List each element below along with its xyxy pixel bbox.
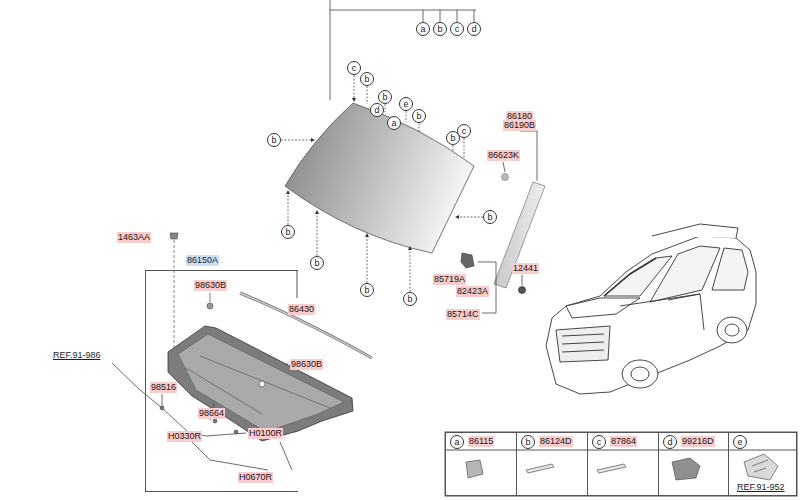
callout-text: d xyxy=(468,23,480,35)
part-number: H0100R xyxy=(248,428,283,439)
part-number: 85714C xyxy=(446,309,480,320)
part-number: H0330R xyxy=(167,431,202,442)
callout-letter: a xyxy=(387,116,401,130)
callout-letter: b xyxy=(281,225,295,239)
callout-text: b xyxy=(361,73,373,85)
callout-text: b xyxy=(484,211,496,223)
callout-letter: c xyxy=(347,61,361,75)
callout-letter: b xyxy=(360,283,374,297)
callout-letter: b xyxy=(412,109,426,123)
callout-text: b xyxy=(404,293,416,305)
part-number: 85719A xyxy=(433,274,466,285)
callout-letter: b xyxy=(360,72,374,86)
callout-text: b xyxy=(413,110,425,122)
callout-text: d xyxy=(664,436,676,448)
table-cell: REF.91-952 e xyxy=(728,432,797,496)
callout-letter: d xyxy=(663,435,677,449)
part-number: 86150A xyxy=(186,255,219,266)
callout-letter: b xyxy=(483,210,497,224)
callout-text: d xyxy=(371,104,383,116)
callout-text: a xyxy=(388,117,400,129)
callout-letter: b xyxy=(310,256,324,270)
callout-text: c xyxy=(451,23,463,35)
table-cell: 86124D b xyxy=(516,432,588,496)
callout-text: c xyxy=(348,62,360,74)
part-number: H0670R xyxy=(238,472,273,483)
table-cell: 86115 a xyxy=(445,432,517,496)
callout-text: b xyxy=(522,436,534,448)
callout-letter: e xyxy=(399,97,413,111)
callout-letter: b xyxy=(521,435,535,449)
callout-letter: b xyxy=(267,133,281,147)
callout-letter: e xyxy=(733,435,747,449)
part-number: 82423A xyxy=(456,286,489,297)
callout-text: b xyxy=(434,23,446,35)
part-number: REF.91-986 xyxy=(52,350,102,361)
callout-letter: c xyxy=(592,435,606,449)
callout-text: b xyxy=(282,226,294,238)
callout-text: e xyxy=(400,98,412,110)
part-number: 1463AA xyxy=(117,232,151,243)
part-number: 87864 xyxy=(610,436,637,447)
assembly-box: 86150A xyxy=(145,270,298,492)
callout-letter: b xyxy=(446,131,460,145)
table-cell: 87864 c xyxy=(587,432,659,496)
callout-letter: a xyxy=(450,435,464,449)
table-cell: 99216D d xyxy=(658,432,729,496)
callout-letter: b xyxy=(378,90,392,104)
part-number: 86190B xyxy=(503,120,536,131)
callout-text: b xyxy=(311,257,323,269)
callout-letter: d xyxy=(370,103,384,117)
part-number: 99216D xyxy=(681,436,715,447)
part-number: 98630B xyxy=(194,280,227,291)
part-number: 12441 xyxy=(512,263,539,274)
callout-text: b xyxy=(268,134,280,146)
callout-text: b xyxy=(361,284,373,296)
callout-text: a xyxy=(417,23,429,35)
part-number: 86623K xyxy=(487,150,520,161)
callout-letter: b xyxy=(433,22,447,36)
part-number: 98664 xyxy=(198,408,225,419)
callout-text: c xyxy=(458,125,470,137)
callout-text: e xyxy=(734,436,746,448)
part-number: 98630B xyxy=(290,359,323,370)
callout-letter: b xyxy=(403,292,417,306)
part-number: 86115 xyxy=(468,436,494,447)
callout-letter: c xyxy=(450,22,464,36)
callout-text: b xyxy=(447,132,459,144)
callout-text: c xyxy=(593,436,605,448)
callout-text: a xyxy=(451,436,463,448)
part-number: 86430 xyxy=(288,304,315,315)
callout-letter: d xyxy=(467,22,481,36)
callout-letter: a xyxy=(416,22,430,36)
part-number: 86124D xyxy=(539,436,573,447)
part-number: REF.91-952 xyxy=(736,482,786,493)
part-number: 98516 xyxy=(150,382,177,393)
callout-text: b xyxy=(379,91,391,103)
